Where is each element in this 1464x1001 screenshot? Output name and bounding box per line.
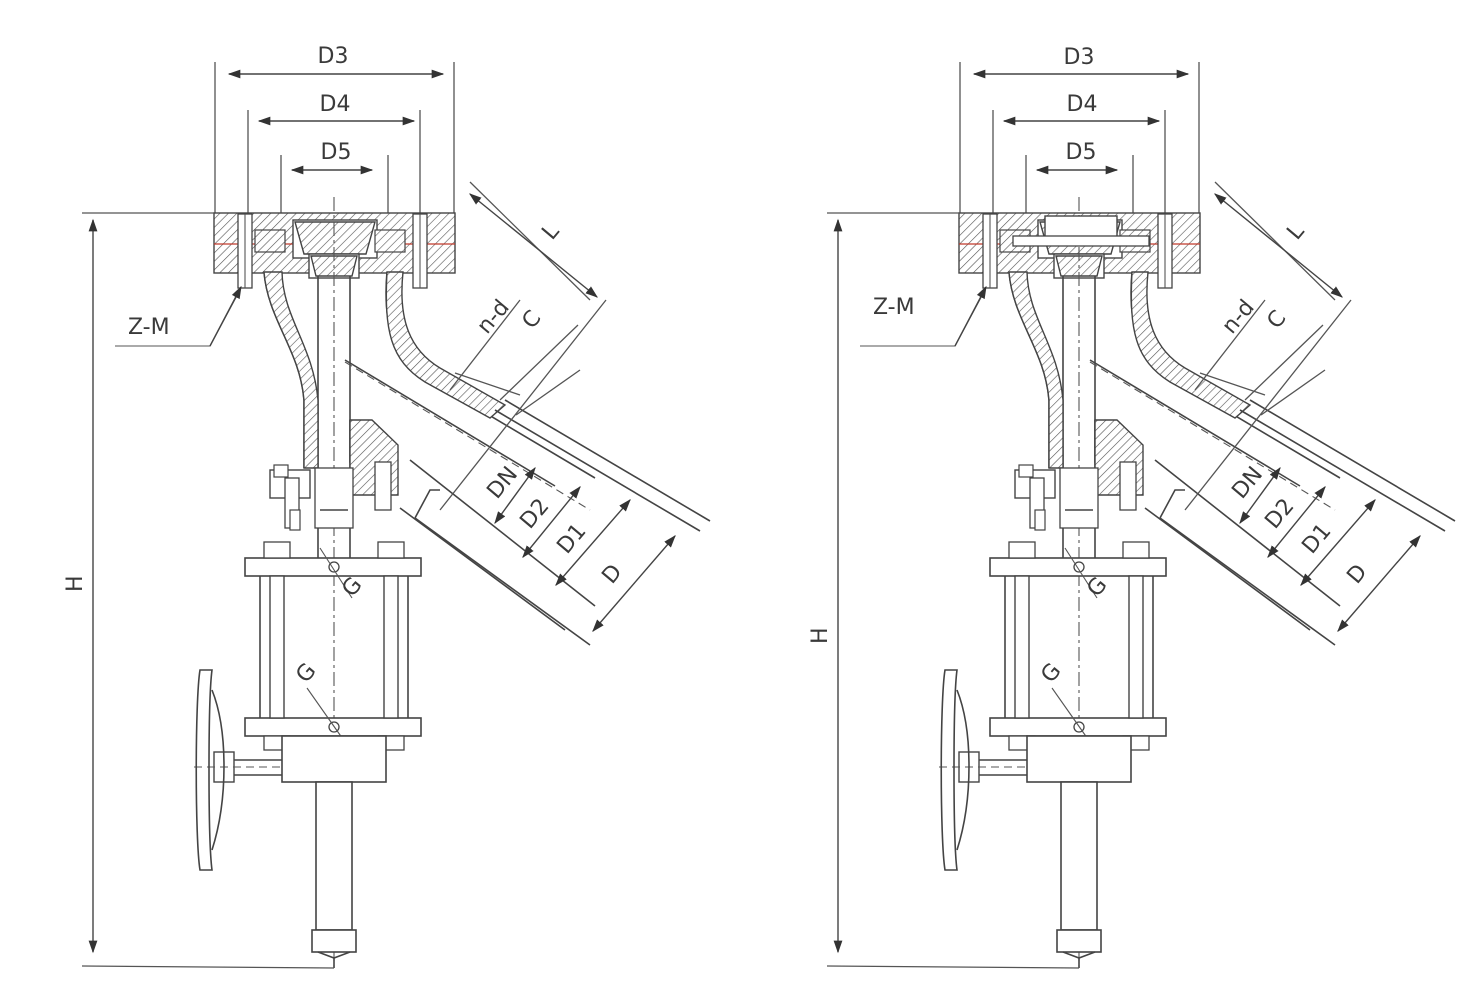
valve-drawing-right: D3 D4 D5 L C n-d DN D2 D1 D Z-M H G G [808, 45, 1455, 968]
label-l: L [1282, 219, 1310, 245]
label-d: D [597, 560, 627, 589]
label-g-lower: G [291, 659, 321, 688]
label-d1: D1 [1297, 519, 1336, 559]
label-h: H [63, 575, 88, 592]
label-g-upper: G [337, 573, 367, 602]
label-d1: D1 [552, 519, 591, 559]
label-zm: Z-M [873, 295, 915, 320]
label-d2: D2 [515, 494, 554, 534]
label-nd: n-d [1217, 295, 1259, 339]
label-h: H [808, 627, 833, 644]
label-nd: n-d [472, 295, 514, 339]
label-d4: D4 [1067, 92, 1098, 117]
label-dn: DN [1227, 462, 1268, 504]
label-zm: Z-M [128, 315, 170, 340]
label-c: C [517, 306, 546, 334]
label-d2: D2 [1260, 494, 1299, 534]
label-g-lower: G [1036, 659, 1066, 688]
valve-drawing-left: D3 D4 D5 L C n-d DN D2 D1 D Z-M H G G [63, 44, 710, 968]
label-l: L [537, 219, 565, 245]
label-d5: D5 [321, 140, 352, 165]
label-c: C [1262, 306, 1291, 334]
label-g-upper: G [1082, 573, 1112, 602]
label-dn: DN [482, 462, 523, 504]
label-d3: D3 [1064, 45, 1095, 70]
label-d5: D5 [1066, 140, 1097, 165]
label-d3: D3 [318, 44, 349, 69]
label-d: D [1342, 560, 1372, 589]
label-d4: D4 [320, 92, 351, 117]
